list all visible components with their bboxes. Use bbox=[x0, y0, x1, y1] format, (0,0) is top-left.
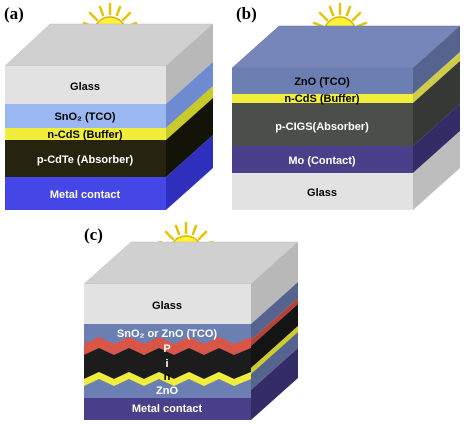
layer-label-contact-c: Metal contact bbox=[132, 403, 203, 415]
layer-label-buffer-b: n-CdS (Buffer) bbox=[284, 93, 359, 105]
layer-label-tco-c: SnO₂ or ZnO (TCO) bbox=[117, 328, 218, 340]
layer-label-absorber-b: p-CIGS(Absorber) bbox=[275, 121, 369, 133]
panel-b: (b) ZnO (TCO) n- bbox=[231, 2, 461, 210]
layer-label-tco-b: ZnO (TCO) bbox=[294, 76, 350, 88]
layer-label-contact-b: Mo (Contact) bbox=[288, 155, 356, 167]
layer-label-glass-a: Glass bbox=[70, 81, 100, 93]
layer-label-zno: ZnO bbox=[156, 385, 178, 397]
layer-label-glass-c: Glass bbox=[152, 300, 182, 312]
layer-label-i: i bbox=[165, 358, 168, 370]
panel-c: (c) bbox=[83, 221, 299, 420]
layer-label-tco-a: SnO₂ (TCO) bbox=[54, 111, 115, 123]
layer-label-contact-a: Metal contact bbox=[50, 189, 121, 201]
layer-label-absorber-a: p-CdTe (Absorber) bbox=[37, 154, 134, 166]
layer-label-glass-b: Glass bbox=[307, 187, 337, 199]
panel-a: (a) bbox=[4, 2, 214, 210]
layer-label-n: n bbox=[164, 371, 171, 383]
panel-a-label: (a) bbox=[4, 4, 24, 23]
panel-c-label: (c) bbox=[84, 225, 103, 244]
panel-b-label: (b) bbox=[236, 4, 257, 23]
layer-label-buffer-a: n-CdS (Buffer) bbox=[47, 129, 122, 141]
layer-label-p: P bbox=[163, 343, 170, 355]
